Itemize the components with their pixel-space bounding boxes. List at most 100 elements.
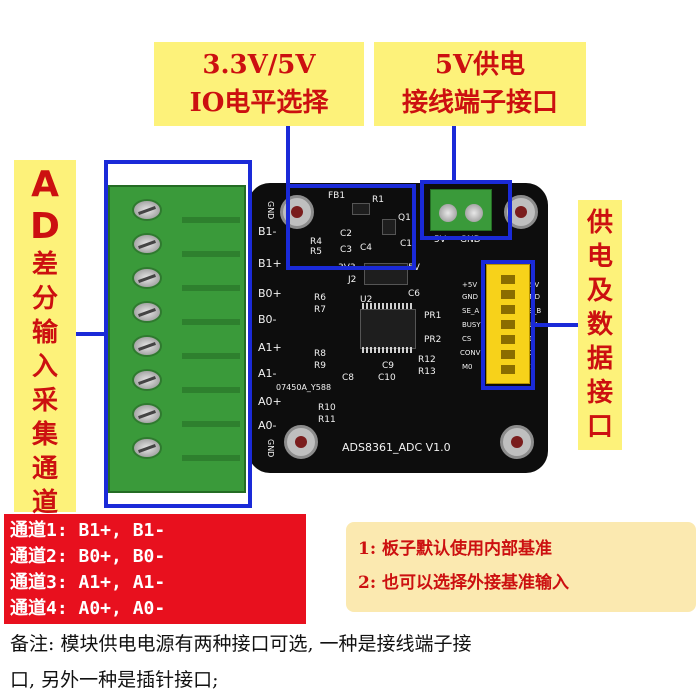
ad-char-8: 通 xyxy=(31,454,58,484)
silk-r12: R12 xyxy=(418,355,436,365)
silk-r7: R7 xyxy=(314,305,326,315)
screw-1 xyxy=(132,199,162,221)
silk-j2: J2 xyxy=(348,275,357,285)
silk-pr1: PR1 xyxy=(424,311,442,321)
screw-4 xyxy=(132,301,162,323)
screw-6 xyxy=(132,369,162,391)
silk-r4: R4 xyxy=(310,237,322,247)
hdr-r-3: CLK xyxy=(524,321,538,329)
footer-remark: 备注: 模块供电电源有两种接口可选, 一种是接线端子接 口, 另外一种是插针接口… xyxy=(10,626,696,698)
fin-6 xyxy=(182,387,240,393)
silk-r13: R13 xyxy=(418,367,436,377)
silk-r8: R8 xyxy=(314,349,326,359)
hdr-pin-7 xyxy=(501,365,515,374)
silk-r9: R9 xyxy=(314,361,326,371)
mount-hole-bl xyxy=(284,425,318,459)
screw-8 xyxy=(132,437,162,459)
hdr-l-4: CS xyxy=(462,335,472,343)
screw-7 xyxy=(132,403,162,425)
footer-line-1: 备注: 模块供电电源有两种接口可选, 一种是接线端子接 xyxy=(10,633,472,655)
io-level-highlight xyxy=(286,184,416,270)
board-model: ADS8361_ADC V1.0 xyxy=(342,441,451,454)
ad-char-0: A xyxy=(31,164,59,205)
fin-8 xyxy=(182,455,240,461)
silk-u2: U2 xyxy=(360,295,373,305)
ad-char-7: 集 xyxy=(31,420,58,450)
hdr-pin-6 xyxy=(501,350,515,359)
board-gnd-bottom: GND xyxy=(266,439,275,458)
silk-c2: C2 xyxy=(340,229,353,239)
fin-3 xyxy=(182,285,240,291)
ad-char-9: 道 xyxy=(31,488,58,518)
power-terminal-highlight xyxy=(420,180,512,240)
adc-chip xyxy=(360,309,416,349)
hdr-l-5: CONV xyxy=(460,349,481,357)
board-gnd-top: GND xyxy=(266,201,275,220)
ad-char-2: 差 xyxy=(31,250,58,280)
chip-pins-bottom xyxy=(362,347,412,353)
power-terminal-line-2: 接线端子接口 xyxy=(401,88,558,118)
terminal-label-gnd: GND xyxy=(460,235,481,245)
power-terminal-callout: 5V供电 接线端子接口 xyxy=(374,42,586,126)
fb1-part xyxy=(352,203,370,215)
q1-part xyxy=(382,219,396,235)
terminal-label-5v: 5V xyxy=(434,235,446,245)
board-ch-b0-minus: B0- xyxy=(258,313,277,326)
ad-input-highlight xyxy=(104,160,252,508)
reference-notes: 1: 板子默认使用内部基准 2: 也可以选择外接基准输入 xyxy=(346,522,696,612)
hdr-l-2: SE_A xyxy=(462,307,480,315)
hdr-l-6: M0 xyxy=(462,363,473,371)
ad-char-4: 输 xyxy=(31,318,58,348)
hdr-l-0: +5V xyxy=(462,281,478,289)
ad-input-callout: A D 差 分 输 入 采 集 通 道 xyxy=(14,160,76,518)
pd-char-3: 数 xyxy=(586,310,613,340)
ad-char-3: 分 xyxy=(31,284,58,314)
hdr-pin-1 xyxy=(501,275,515,284)
channel-4: 通道4: A0+, A0- xyxy=(10,598,166,619)
screw-5 xyxy=(132,335,162,357)
silk-pr2: PR2 xyxy=(424,335,442,345)
power-data-leader xyxy=(534,323,578,327)
pd-char-2: 及 xyxy=(586,276,613,306)
pd-char-1: 电 xyxy=(586,242,613,272)
fin-5 xyxy=(182,353,240,359)
silk-q1: Q1 xyxy=(398,213,411,223)
pin-header xyxy=(486,264,530,384)
silk-r5: R5 xyxy=(310,247,322,257)
hdr-pin-3 xyxy=(501,305,515,314)
hdr-pin-2 xyxy=(501,290,515,299)
note-1: 1: 板子默认使用内部基准 xyxy=(358,539,553,559)
board-ch-b0-plus: B0+ xyxy=(258,287,282,300)
silk-r10: R10 xyxy=(318,403,336,413)
note-2: 2: 也可以选择外接基准输入 xyxy=(358,573,570,593)
input-terminal-block xyxy=(108,185,246,493)
power-data-highlight xyxy=(481,260,535,390)
chip-pins-top xyxy=(362,303,412,309)
channel-3: 通道3: A1+, A1- xyxy=(10,572,166,593)
ad-input-leader xyxy=(76,332,106,336)
hdr-l-3: BUSY xyxy=(462,321,481,329)
power-terminal-block xyxy=(430,189,492,231)
board-ch-a0-minus: A0- xyxy=(258,419,277,432)
screw-2 xyxy=(132,233,162,255)
board-ch-a0-plus: A0+ xyxy=(258,395,282,408)
silk-r11: R11 xyxy=(318,415,336,425)
fin-2 xyxy=(182,251,240,257)
channel-1: 通道1: B1+, B1- xyxy=(10,520,166,541)
mount-hole-tl xyxy=(280,195,314,229)
board-ch-b1-minus: B1- xyxy=(258,225,277,238)
ad-char-5: 入 xyxy=(31,352,58,382)
fin-1 xyxy=(182,217,240,223)
silk-c3: C3 xyxy=(340,245,353,255)
board-ch-a1-minus: A1- xyxy=(258,367,277,380)
hdr-l-1: GND xyxy=(462,293,479,301)
silk-c4: C4 xyxy=(360,243,373,253)
board-ch-a1-plus: A1+ xyxy=(258,341,282,354)
pd-char-6: 口 xyxy=(586,412,613,442)
silk-c9: C9 xyxy=(382,361,395,371)
power-terminal-line-1: 5V供电 xyxy=(434,50,526,80)
pd-char-5: 接 xyxy=(586,378,613,408)
io-level-callout: 3.3V/5V IO电平选择 xyxy=(154,42,364,126)
silk-c6: C6 xyxy=(408,289,421,299)
channel-2: 通道2: B0+, B0- xyxy=(10,546,166,567)
